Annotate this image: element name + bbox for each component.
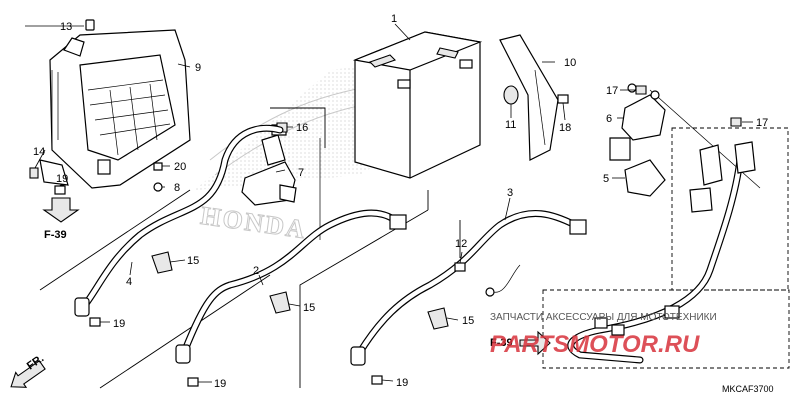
front-direction-arrow xyxy=(10,360,46,388)
ref-f39-left: F-39 xyxy=(44,229,67,241)
clip-part xyxy=(29,167,39,179)
cable-2 xyxy=(175,209,407,364)
battery-strap xyxy=(499,34,559,161)
watermark-brand: PARTSMOTOR.RU xyxy=(490,331,700,358)
callout-19d: 19 xyxy=(56,173,68,185)
callout-9: 9 xyxy=(195,62,201,74)
callout-5: 5 xyxy=(603,173,609,185)
callout-10: 10 xyxy=(564,57,576,69)
callout-11: 11 xyxy=(505,119,516,131)
grommet-part xyxy=(85,19,95,31)
cable-4 xyxy=(74,124,284,317)
callout-6: 6 xyxy=(606,113,612,125)
callout-19b: 19 xyxy=(214,378,226,390)
nut-17 xyxy=(635,85,742,127)
terminal-cover xyxy=(151,251,449,330)
honda-logo-text: HONDA xyxy=(199,201,309,245)
cable-3 xyxy=(350,209,587,366)
callout-14: 14 xyxy=(33,146,45,158)
starter-relay xyxy=(609,83,666,161)
wire-harness xyxy=(567,141,756,364)
battery-box xyxy=(39,29,191,192)
callout-19c: 19 xyxy=(396,377,408,389)
callout-15a: 15 xyxy=(187,255,199,267)
callout-17a: 17 xyxy=(606,85,618,97)
diagram-code: MKCAF3700 xyxy=(722,384,774,394)
callout-15c: 15 xyxy=(462,315,474,327)
callout-16: 16 xyxy=(296,122,308,134)
leader-lines xyxy=(25,23,753,383)
callout-4: 4 xyxy=(126,276,132,288)
callout-20: 20 xyxy=(174,161,186,173)
callout-3: 3 xyxy=(507,187,513,199)
washer-part xyxy=(503,85,519,105)
battery xyxy=(352,31,483,179)
callout-1: 1 xyxy=(391,13,397,25)
callout-15b: 15 xyxy=(303,302,315,314)
screw-part xyxy=(557,94,569,104)
callout-8: 8 xyxy=(174,182,180,194)
callout-18: 18 xyxy=(559,122,571,134)
watermark-text: ЗАПЧАСТИ АКСЕССУАРЫ ДЛЯ МОТОТЕХНИКИ xyxy=(490,312,717,323)
reference-arrow xyxy=(42,197,551,356)
callout-12: 12 xyxy=(455,238,467,250)
callout-17b: 17 xyxy=(756,117,768,129)
bolt-part xyxy=(153,162,163,192)
callout-7: 7 xyxy=(298,167,304,179)
callout-19a: 19 xyxy=(113,318,125,330)
callout-13: 13 xyxy=(60,21,72,33)
ref-f39-right: F-39 xyxy=(490,337,513,349)
callout-2: 2 xyxy=(253,265,259,277)
relay-cover xyxy=(624,159,666,197)
